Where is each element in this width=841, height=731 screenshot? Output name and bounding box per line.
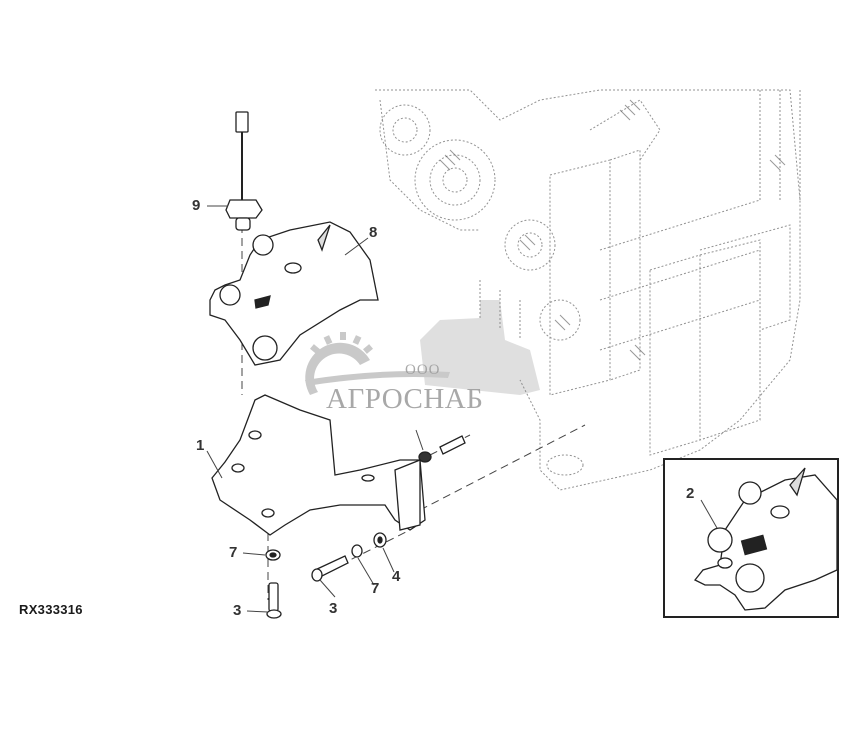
callout-3b: 3 — [329, 600, 338, 617]
callout-7b: 7 — [371, 580, 380, 597]
watermark-name: АГРОСНАБ — [326, 383, 484, 415]
callout-8: 8 — [369, 224, 378, 241]
callout-3a: 3 — [233, 602, 242, 619]
callout-9: 9 — [192, 197, 201, 214]
fasteners — [265, 435, 466, 619]
callout-1: 1 — [196, 437, 205, 454]
sensor-part — [225, 111, 263, 231]
watermark-prefix: ООО — [405, 362, 441, 378]
callout-4: 4 — [392, 568, 401, 585]
callout-leaders — [206, 205, 424, 613]
engine-block-outline — [375, 89, 801, 491]
washer-7b — [351, 544, 363, 558]
watermark-logo — [305, 300, 540, 395]
screw-upper — [439, 435, 466, 455]
inset-detail: 2 — [663, 458, 839, 618]
bearing-cap-part — [209, 221, 379, 366]
figure-id: RX333316 — [19, 602, 83, 617]
support-bracket-part — [211, 394, 426, 536]
screw-3a — [268, 582, 279, 612]
nut — [418, 451, 432, 463]
callout-2: 2 — [686, 485, 695, 502]
callout-7a: 7 — [229, 544, 238, 561]
engine-hatching — [439, 99, 786, 361]
inset-bearing-cap-artwork — [693, 467, 838, 611]
